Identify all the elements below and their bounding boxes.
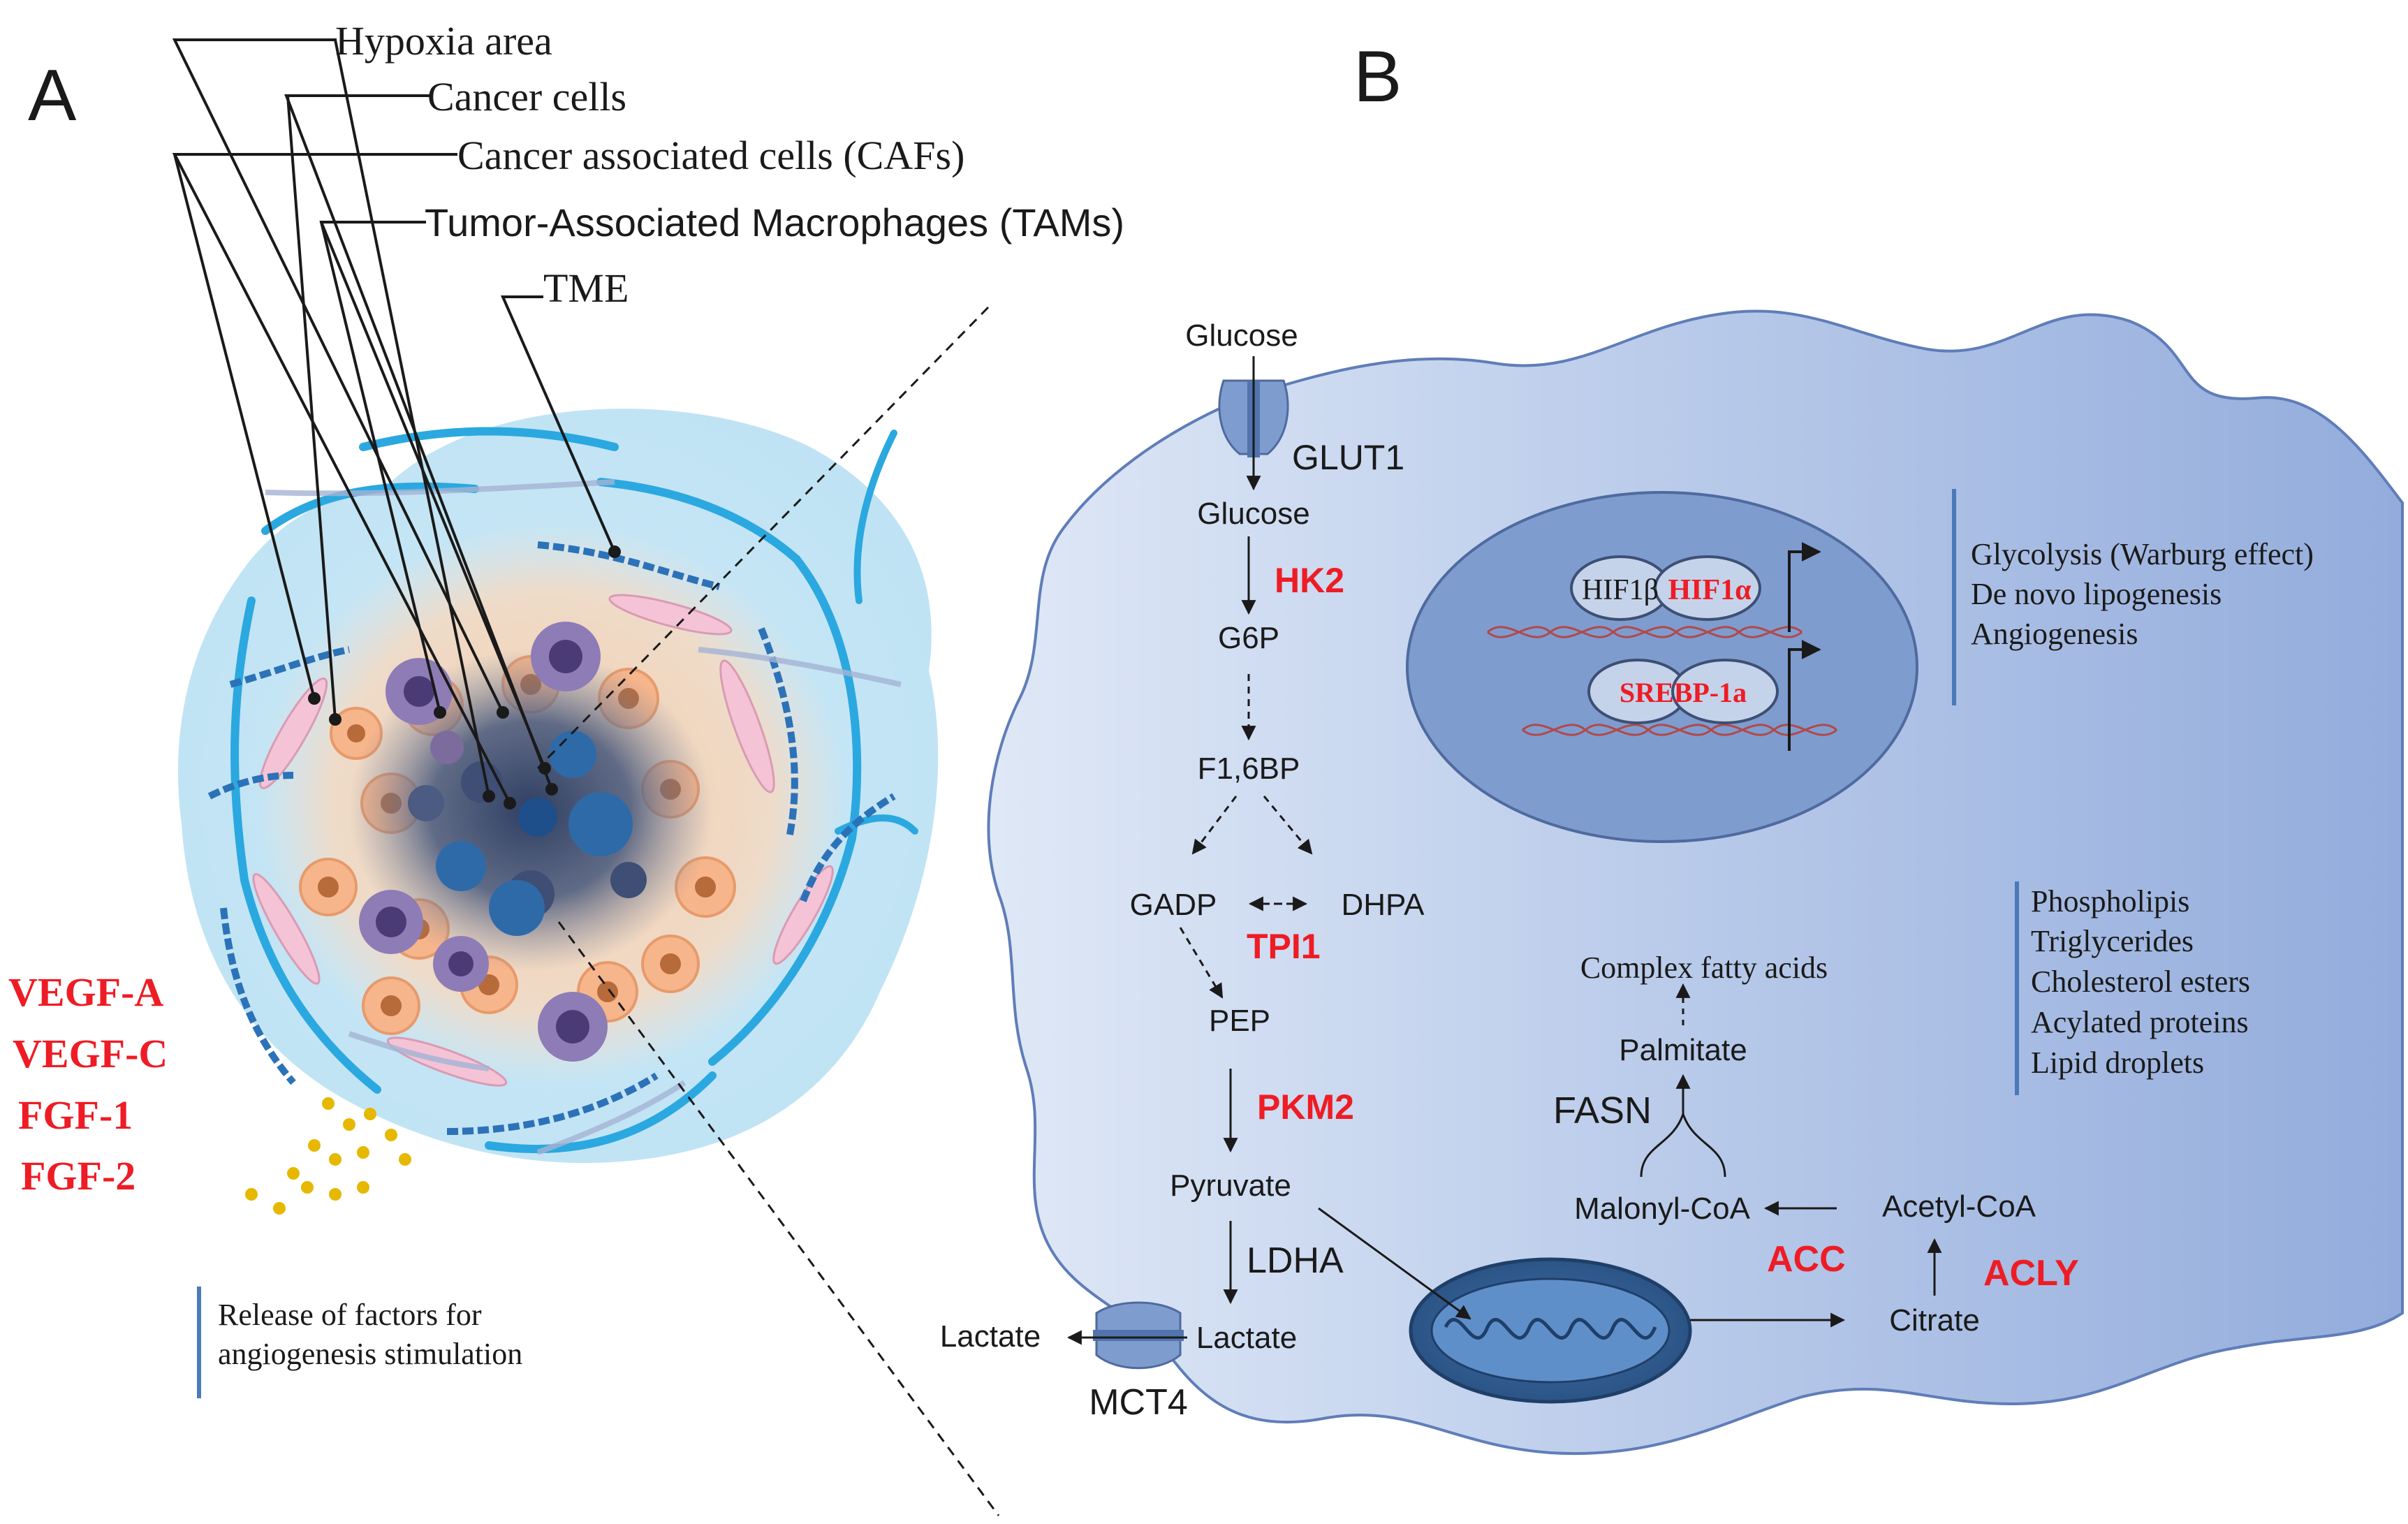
beaded-vessels xyxy=(207,541,896,1135)
factor-vegf-a: VEGF-A xyxy=(8,969,163,1015)
mct4-transporter xyxy=(1093,1301,1184,1370)
effect-angiogenesis: Angiogenesis xyxy=(1971,617,2138,651)
acetyl-coa-label: Acetyl-CoA xyxy=(1882,1189,2036,1224)
growth-factor-dots xyxy=(245,1097,411,1215)
glucose-inside: Glucose xyxy=(1197,497,1309,531)
hif1a-protein xyxy=(1654,555,1761,621)
mct4-label: MCT4 xyxy=(1089,1382,1188,1423)
pyruvate-to-mito-arrow xyxy=(1318,1207,1471,1320)
pep-label: PEP xyxy=(1209,1004,1270,1038)
callout-tams: Tumor-Associated Macrophages (TAMs) xyxy=(425,200,1124,244)
glucose-outside: Glucose xyxy=(1185,318,1298,353)
f16bp-label: F1,6BP xyxy=(1198,752,1300,786)
lipid-triglycerides: Triglycerides xyxy=(2031,924,2194,958)
panel-label-a: A xyxy=(28,55,77,136)
zoom-line-top xyxy=(536,306,990,770)
malonyl-coa-label: Malonyl-CoA xyxy=(1574,1192,1751,1226)
hif1a-label: HIF1α xyxy=(1668,574,1752,606)
tpi1-label: TPI1 xyxy=(1247,927,1321,966)
lipid-acylated-proteins: Acylated proteins xyxy=(2031,1005,2249,1039)
factor-fgf-1: FGF-1 xyxy=(18,1092,133,1138)
effect-lipogenesis: De novo lipogenesis xyxy=(1971,577,2222,611)
lipid-droplets: Lipid droplets xyxy=(2031,1046,2204,1080)
factor-fgf-2: FGF-2 xyxy=(21,1153,135,1199)
pyruvate-label: Pyruvate xyxy=(1170,1168,1291,1203)
factor-vegf-c: VEGF-C xyxy=(13,1031,168,1076)
release-note-bar xyxy=(197,1287,201,1398)
zoom-line-bottom xyxy=(557,921,1000,1516)
hk2-label: HK2 xyxy=(1275,561,1344,600)
acc-label: ACC xyxy=(1767,1239,1846,1280)
complex-fa-label: Complex fatty acids xyxy=(1580,951,1828,985)
dhpa-label: DHPA xyxy=(1342,888,1425,922)
g6p-label: G6P xyxy=(1218,621,1279,655)
lipid-cholesterol-esters: Cholesterol esters xyxy=(2031,965,2250,999)
hif1-promoter-arrow xyxy=(1788,542,1821,632)
callout-hypoxia-area: Hypoxia area xyxy=(335,18,552,64)
release-note-line-2: angiogenesis stimulation xyxy=(218,1337,522,1371)
fasn-label: FASN xyxy=(1553,1090,1652,1131)
palmitate-label: Palmitate xyxy=(1619,1033,1747,1067)
acly-label: ACLY xyxy=(1983,1253,2079,1294)
lactate-outside: Lactate xyxy=(940,1319,1041,1354)
callout-lines xyxy=(172,38,616,804)
mitochondrion xyxy=(1409,1257,1692,1404)
srebp-promoter-arrow xyxy=(1788,640,1821,751)
gadp-label: GADP xyxy=(1130,888,1217,922)
srebp-label: SREBP-1a xyxy=(1620,677,1747,708)
ldha-label: LDHA xyxy=(1247,1240,1344,1281)
citrate-label: Citrate xyxy=(1889,1303,1980,1338)
panel-label-b: B xyxy=(1353,36,1402,117)
lipid-phospholipis: Phospholipis xyxy=(2031,884,2189,918)
nucleus-effects-bar xyxy=(1952,489,1956,705)
release-note-line-1: Release of factors for xyxy=(218,1298,482,1332)
gadp-to-pep-arrow xyxy=(1179,927,1224,999)
callout-cancer-cells: Cancer cells xyxy=(427,74,626,119)
lipid-products-bar xyxy=(2015,881,2019,1095)
blood-vessels xyxy=(230,427,918,1154)
glut1-label: GLUT1 xyxy=(1292,438,1404,477)
lactate-inside: Lactate xyxy=(1196,1321,1297,1355)
pkm2-label: PKM2 xyxy=(1257,1087,1354,1127)
hif1b-label: HIF1β xyxy=(1582,574,1659,606)
effect-glycolysis: Glycolysis (Warburg effect) xyxy=(1971,537,2314,571)
dna-strands xyxy=(1487,626,1837,736)
macrophages xyxy=(359,622,608,1062)
hypoxic-cells xyxy=(408,731,647,936)
callout-cafs: Cancer associated cells (CAFs) xyxy=(457,133,964,178)
cell-membrane xyxy=(987,309,2404,1455)
callout-tme: TME xyxy=(543,265,629,311)
srebp-protein-right xyxy=(1671,659,1779,724)
callout-dots xyxy=(308,545,621,809)
